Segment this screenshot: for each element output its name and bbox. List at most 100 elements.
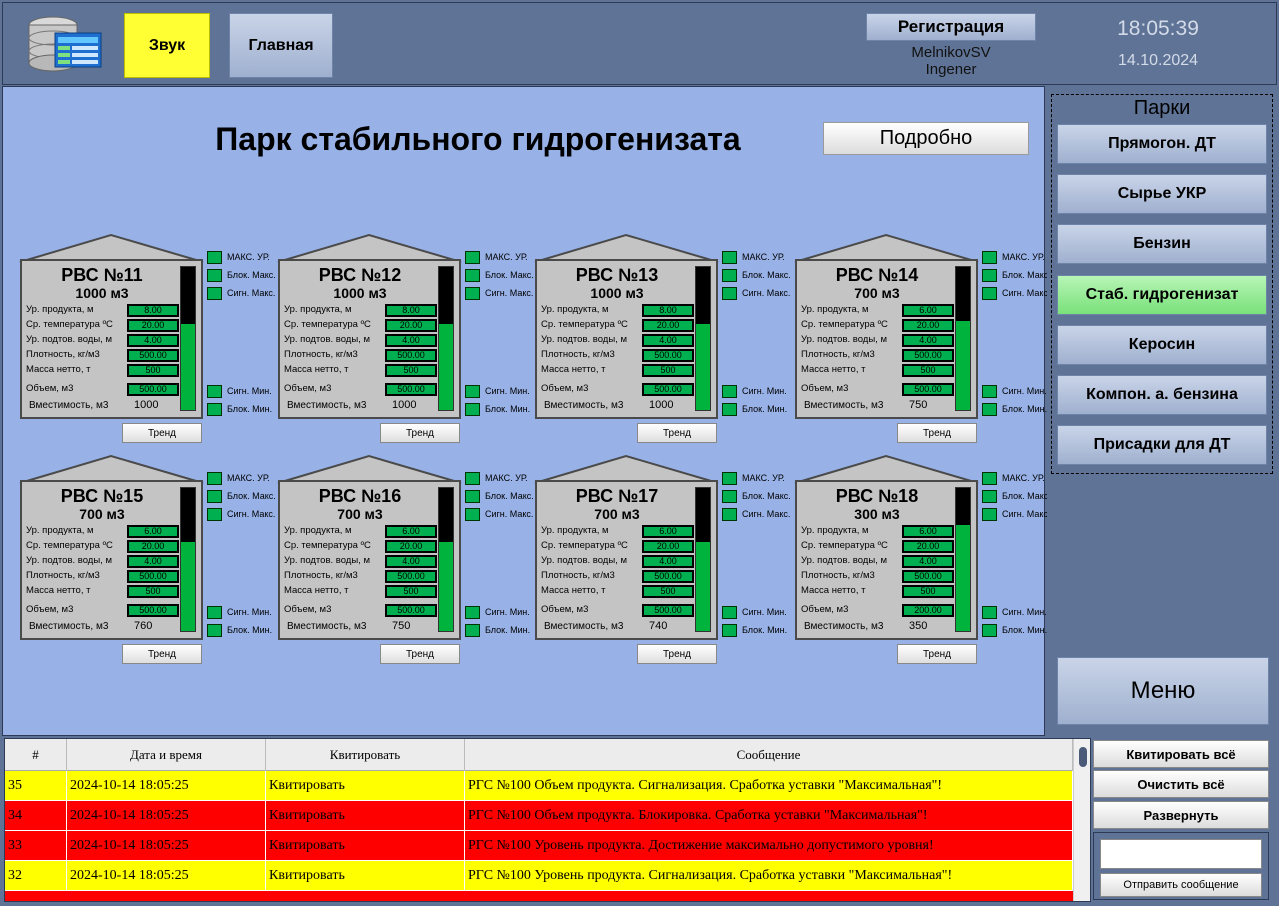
tank-capacity-value: 1000 — [392, 399, 417, 411]
tank-density-value: 500.00 — [902, 570, 954, 583]
tank-temp-value: 20.00 — [902, 540, 954, 553]
ind-sig-max-indicator — [207, 508, 222, 521]
tank-level-gauge — [180, 266, 196, 411]
home-button[interactable]: Главная — [229, 13, 333, 78]
tank-temp-value: 20.00 — [385, 319, 437, 332]
ind-block-max-indicator — [722, 490, 737, 503]
ind-sig-max-label: Сигн. Макс. — [1002, 509, 1051, 519]
park-item[interactable]: Присадки для ДТ — [1057, 425, 1267, 466]
tank-level-fill — [696, 542, 710, 631]
tank-density-label: Плотность, кг/м3 — [801, 570, 875, 581]
ind-sig-min-indicator — [722, 606, 737, 619]
tank-density-label: Плотность, кг/м3 — [284, 349, 358, 360]
tank-temp-value: 20.00 — [902, 319, 954, 332]
ind-block-min-indicator — [982, 403, 997, 416]
tank-level-label: Ур. продукта, м — [26, 525, 94, 536]
database-logo-icon — [25, 11, 109, 75]
park-item[interactable]: Керосин — [1057, 324, 1267, 365]
trend-button[interactable]: Тренд — [897, 423, 977, 443]
park-item[interactable]: Компон. а. бензина — [1057, 375, 1267, 415]
tank-water-value: 4.00 — [642, 555, 694, 568]
alarm-ack-link[interactable]: Квитировать — [266, 831, 465, 861]
register-button[interactable]: Регистрация — [866, 13, 1036, 41]
alarm-ack-link[interactable]: Квитировать — [266, 801, 465, 831]
tank-temp-label: Ср. температура ºС — [801, 319, 888, 330]
trend-button[interactable]: Тренд — [637, 644, 717, 664]
tank-level-gauge — [438, 266, 454, 411]
ind-sig-min-label: Сигн. Мин. — [227, 607, 272, 617]
ind-sig-max-label: Сигн. Макс. — [742, 288, 791, 298]
col-number-header: # — [5, 739, 67, 771]
tank-level-value: 8.00 — [642, 304, 694, 317]
col-datetime-header: Дата и время — [67, 739, 266, 771]
trend-button[interactable]: Тренд — [122, 644, 202, 664]
trend-button[interactable]: Тренд — [897, 644, 977, 664]
alarm-datetime: 2024-10-14 18:05:25 — [67, 831, 266, 861]
tank-volume-label: Объем, м3 — [26, 383, 74, 394]
tank-capacity-label: Вместимость, м3 — [804, 621, 884, 632]
alarm-message: РГС №100 Объем продукта. Блокировка. Сра… — [465, 801, 1073, 831]
trend-button[interactable]: Тренд — [637, 423, 717, 443]
ack-all-button[interactable]: Квитировать всё — [1093, 740, 1269, 768]
tank-water-value: 4.00 — [127, 334, 179, 347]
tank-mass-value: 500 — [642, 364, 694, 377]
tank-density-value: 500.00 — [385, 570, 437, 583]
send-message-button[interactable]: Отправить сообщение — [1100, 873, 1262, 897]
menu-button[interactable]: Меню — [1057, 657, 1269, 725]
details-button[interactable]: Подробно — [823, 122, 1029, 155]
trend-button[interactable]: Тренд — [380, 423, 460, 443]
ind-sig-min-indicator — [465, 385, 480, 398]
alarm-scrollbar[interactable] — [1073, 739, 1090, 901]
tank-volume-label: Объем, м3 — [541, 383, 589, 394]
tank-capacity-value: 740 — [649, 620, 668, 632]
ind-block-max-indicator — [207, 269, 222, 282]
tank-mass-label: Масса нетто, т — [26, 585, 91, 596]
col-ack-header: Квитировать — [266, 739, 465, 771]
trend-button[interactable]: Тренд — [122, 423, 202, 443]
ind-block-max-indicator — [982, 490, 997, 503]
tank-water-label: Ур. подтов. воды, м — [284, 555, 370, 566]
sound-button[interactable]: Звук — [124, 13, 210, 78]
tank-level-value: 6.00 — [902, 304, 954, 317]
tank-mass-value: 500 — [385, 364, 437, 377]
ind-sig-max-label: Сигн. Макс. — [227, 288, 276, 298]
alarm-ack-link[interactable]: Квитировать — [266, 861, 465, 891]
tank-level-value: 8.00 — [385, 304, 437, 317]
ind-max-label: МАКС. УР. — [485, 252, 528, 262]
ind-sig-max-label: Сигн. Макс. — [485, 509, 534, 519]
message-input[interactable] — [1100, 839, 1262, 869]
clear-all-button[interactable]: Очистить всё — [1093, 770, 1269, 798]
tank-density-label: Плотность, кг/м3 — [541, 570, 615, 581]
ind-block-min-indicator — [722, 624, 737, 637]
park-item[interactable]: Стаб. гидрогенизат — [1057, 274, 1267, 315]
ind-sig-max-label: Сигн. Макс. — [1002, 288, 1051, 298]
tank-volume-title: 1000 м3 — [75, 285, 129, 301]
tank-temp-label: Ср. температура ºС — [284, 540, 371, 551]
tank-capacity-label: Вместимость, м3 — [29, 621, 109, 632]
park-item[interactable]: Прямогон. ДТ — [1057, 124, 1267, 164]
expand-button[interactable]: Развернуть — [1093, 801, 1269, 829]
tank-capacity-value: 750 — [909, 399, 928, 411]
tank-volume-label: Объем, м3 — [801, 383, 849, 394]
park-item[interactable]: Бензин — [1057, 224, 1267, 265]
tank-water-label: Ур. подтов. воды, м — [801, 555, 887, 566]
alarm-ack-link[interactable]: Квитировать — [266, 771, 465, 801]
trend-button[interactable]: Тренд — [380, 644, 460, 664]
tank-temp-label: Ср. температура ºС — [541, 319, 628, 330]
alarm-scrollbar-thumb[interactable] — [1079, 747, 1087, 767]
park-item[interactable]: Сырье УКР — [1057, 174, 1267, 215]
